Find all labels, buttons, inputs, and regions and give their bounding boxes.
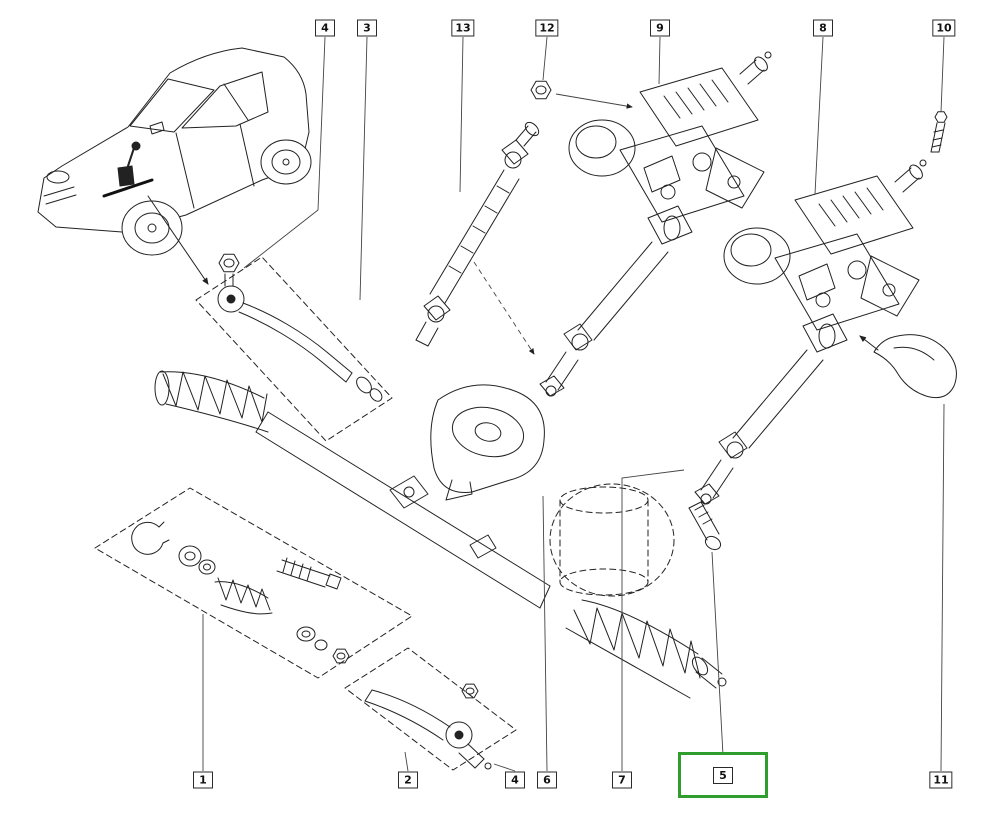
rack-mount-bracket bbox=[430, 384, 545, 501]
callout-8[interactable]: 8 bbox=[813, 19, 833, 37]
column-nut bbox=[530, 80, 552, 100]
callout-7[interactable]: 7 bbox=[612, 771, 632, 789]
front-wheel-icon bbox=[121, 200, 183, 256]
steering-gear-marker bbox=[102, 141, 154, 198]
callout-13[interactable]: 13 bbox=[451, 19, 475, 37]
callout-4-bottom[interactable]: 4 bbox=[505, 771, 525, 789]
callout-11[interactable]: 11 bbox=[929, 771, 953, 789]
callout-2[interactable]: 2 bbox=[398, 771, 418, 789]
callout-5-highlighted[interactable]: 5 bbox=[713, 766, 733, 784]
callout-1[interactable]: 1 bbox=[193, 771, 213, 789]
rear-wheel-icon bbox=[260, 139, 312, 185]
boot-repair-kit bbox=[94, 487, 413, 679]
upper-tie-rod-end bbox=[195, 253, 393, 442]
lower-tie-rod-end bbox=[344, 647, 517, 771]
callout-10[interactable]: 10 bbox=[932, 19, 956, 37]
callout-9[interactable]: 9 bbox=[650, 19, 670, 37]
steering-rack bbox=[154, 370, 551, 609]
steering-column-assembly-8 bbox=[694, 159, 927, 505]
car-outline bbox=[37, 47, 312, 285]
intermediate-shaft bbox=[415, 121, 540, 347]
highlighted-callout-frame[interactable]: 5 bbox=[678, 752, 768, 798]
column-lever-bracket bbox=[859, 334, 957, 399]
coupling-bolt bbox=[688, 501, 722, 551]
column-bolt bbox=[930, 111, 948, 153]
callout-6[interactable]: 6 bbox=[537, 771, 557, 789]
callout-4-top[interactable]: 4 bbox=[315, 19, 335, 37]
callout-12[interactable]: 12 bbox=[535, 19, 559, 37]
leader-lines bbox=[202, 36, 945, 772]
callout-3[interactable]: 3 bbox=[357, 19, 377, 37]
steering-column-assembly-9 bbox=[539, 51, 772, 397]
